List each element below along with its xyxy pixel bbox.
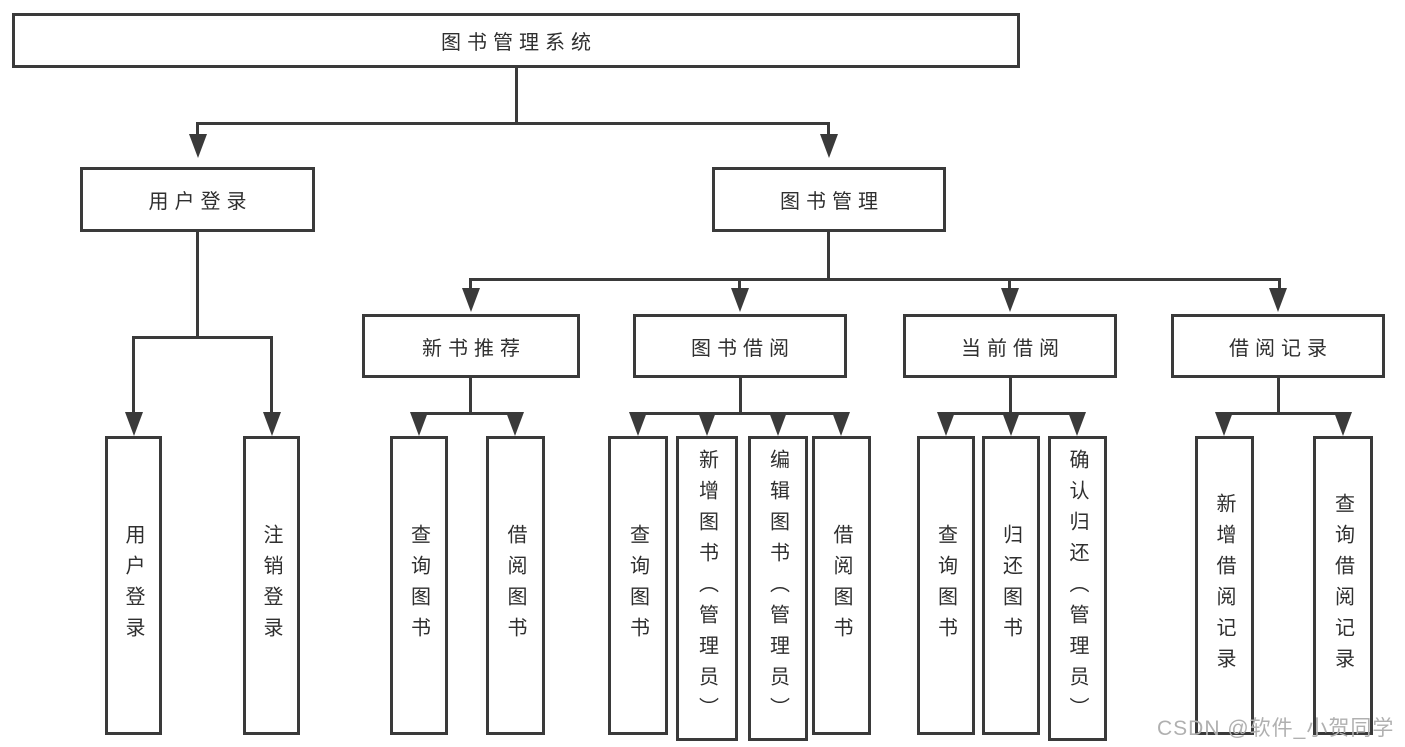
connector-line <box>132 336 135 414</box>
node-borrow-records: 借阅记录 <box>1171 314 1385 378</box>
connector-line <box>827 230 830 280</box>
arrow-down-icon <box>1002 412 1020 436</box>
leaf-edit-books-admin: 编辑图书（管理员） <box>748 436 808 741</box>
arrow-down-icon <box>1001 288 1019 312</box>
connector-line <box>1277 376 1280 413</box>
arrow-down-icon <box>189 134 207 158</box>
connector-line <box>469 376 472 413</box>
connector-line <box>1278 278 1281 292</box>
arrow-down-icon <box>937 412 955 436</box>
leaf-confirm-return-admin: 确认归还（管理员） <box>1048 436 1107 741</box>
arrow-down-icon <box>410 412 428 436</box>
arrow-down-icon <box>506 412 524 436</box>
connector-line <box>469 278 1281 281</box>
node-user-login: 用户登录 <box>80 167 315 232</box>
arrow-down-icon <box>462 288 480 312</box>
arrow-down-icon <box>698 412 716 436</box>
node-new-book-recommend: 新书推荐 <box>362 314 580 378</box>
connector-line <box>469 278 472 292</box>
leaf-return-books: 归还图书 <box>982 436 1040 735</box>
arrow-down-icon <box>1269 288 1287 312</box>
arrow-down-icon <box>820 134 838 158</box>
connector-line <box>738 278 741 292</box>
node-book-management: 图书管理 <box>712 167 946 232</box>
leaf-query-books-2: 查询图书 <box>608 436 668 735</box>
node-current-borrow: 当前借阅 <box>903 314 1117 378</box>
connector-line <box>637 412 843 415</box>
leaf-logout: 注销登录 <box>243 436 300 735</box>
leaf-borrow-books-2: 借阅图书 <box>812 436 871 735</box>
connector-line <box>196 230 199 337</box>
csdn-watermark: CSDN @软件_小贺同学 <box>1157 717 1395 740</box>
leaf-borrow-books-1: 借阅图书 <box>486 436 545 735</box>
node-book-borrow: 图书借阅 <box>633 314 847 378</box>
connector-line <box>270 336 273 414</box>
connector-line <box>515 66 518 123</box>
arrow-down-icon <box>832 412 850 436</box>
connector-line <box>196 122 199 138</box>
node-root: 图书管理系统 <box>12 13 1020 68</box>
arrow-down-icon <box>629 412 647 436</box>
arrow-down-icon <box>769 412 787 436</box>
leaf-add-borrow-record: 新增借阅记录 <box>1195 436 1254 735</box>
connector-line <box>1009 376 1012 413</box>
leaf-query-borrow-record: 查询借阅记录 <box>1313 436 1373 735</box>
leaf-add-books-admin: 新增图书（管理员） <box>676 436 738 741</box>
arrow-down-icon <box>731 288 749 312</box>
arrow-down-icon <box>1068 412 1086 436</box>
connector-line <box>196 122 830 125</box>
connector-line <box>1223 412 1344 415</box>
connector-line <box>132 336 273 339</box>
leaf-query-books-1: 查询图书 <box>390 436 448 735</box>
connector-line <box>418 412 517 415</box>
arrow-down-icon <box>125 412 143 436</box>
arrow-down-icon <box>263 412 281 436</box>
connector-line <box>1008 278 1011 292</box>
leaf-user-login: 用户登录 <box>105 436 162 735</box>
connector-line <box>827 122 830 138</box>
connector-line <box>739 376 742 413</box>
arrow-down-icon <box>1215 412 1233 436</box>
leaf-query-books-3: 查询图书 <box>917 436 975 735</box>
arrow-down-icon <box>1334 412 1352 436</box>
